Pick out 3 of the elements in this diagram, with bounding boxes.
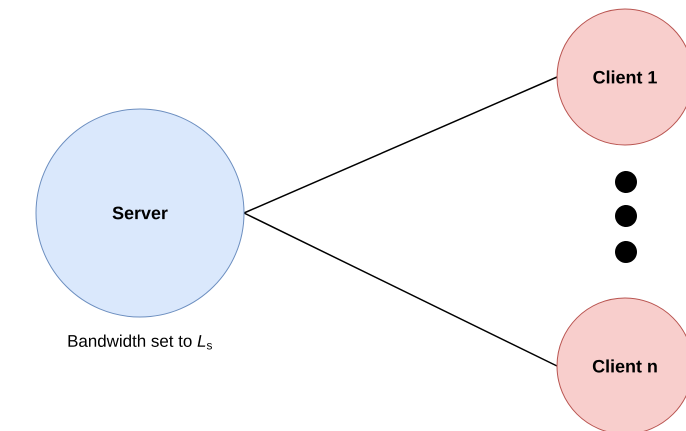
line	[244, 76, 558, 214]
node-label: Bandwidth set to L$_{s}$	[68, 334, 212, 350]
line	[244, 212, 558, 367]
